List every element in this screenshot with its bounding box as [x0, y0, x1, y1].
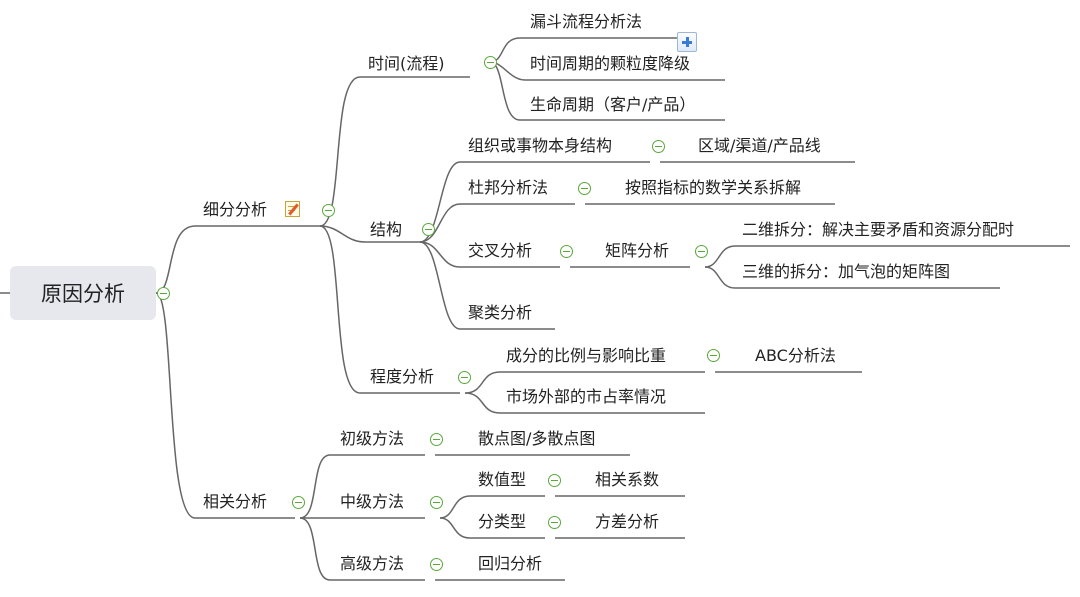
root-node[interactable]: 原因分析 [10, 266, 156, 320]
collapse-toggle-icon[interactable] [560, 245, 573, 258]
note-icon[interactable] [285, 201, 300, 217]
node-categorical[interactable]: 分类型 [478, 512, 527, 531]
node-funnel[interactable]: 漏斗流程分析法 [530, 12, 643, 31]
collapse-toggle-icon[interactable] [707, 349, 720, 362]
node-two-dim[interactable]: 二维拆分：解决主要矛盾和资源分配时 [742, 220, 1015, 239]
node-structure[interactable]: 结构 [370, 220, 403, 239]
collapse-toggle-icon[interactable] [322, 204, 335, 217]
collapse-toggle-icon[interactable] [458, 371, 471, 384]
node-matrix[interactable]: 矩阵分析 [605, 241, 670, 260]
node-org[interactable]: 组织或事物本身结构 [468, 136, 613, 155]
node-coef[interactable]: 相关系数 [595, 470, 660, 489]
node-abc[interactable]: ABC分析法 [755, 346, 836, 365]
collapse-toggle-icon[interactable] [430, 558, 443, 571]
node-time[interactable]: 时间(流程) [368, 54, 445, 73]
node-cross[interactable]: 交叉分析 [468, 241, 533, 260]
node-market[interactable]: 市场外部的市占率情况 [506, 387, 667, 406]
node-region[interactable]: 区域/渠道/产品线 [698, 136, 821, 155]
node-three-dim[interactable]: 三维的拆分：加气泡的矩阵图 [742, 262, 951, 281]
node-advanced[interactable]: 高级方法 [340, 554, 405, 573]
collapse-toggle-icon[interactable] [157, 287, 170, 300]
node-numeric[interactable]: 数值型 [478, 470, 527, 489]
node-decompose[interactable]: 按照指标的数学关系拆解 [625, 178, 802, 197]
collapse-toggle-icon[interactable] [430, 433, 443, 446]
node-cluster[interactable]: 聚类分析 [468, 303, 533, 322]
node-xifen[interactable]: 细分分析 [203, 200, 268, 219]
node-ratio[interactable]: 成分的比例与影响比重 [506, 346, 667, 365]
collapse-toggle-icon[interactable] [652, 140, 665, 153]
expand-plus-icon[interactable] [677, 32, 697, 52]
collapse-toggle-icon[interactable] [695, 245, 708, 258]
collapse-toggle-icon[interactable] [548, 474, 561, 487]
node-mid[interactable]: 中级方法 [340, 492, 405, 511]
node-scatter[interactable]: 散点图/多散点图 [478, 429, 596, 448]
node-dupont[interactable]: 杜邦分析法 [468, 178, 549, 197]
collapse-toggle-icon[interactable] [548, 516, 561, 529]
collapse-toggle-icon[interactable] [430, 496, 443, 509]
node-basic[interactable]: 初级方法 [340, 429, 405, 448]
node-granularity[interactable]: 时间周期的颗粒度降级 [530, 54, 691, 73]
collapse-toggle-icon[interactable] [422, 223, 435, 236]
node-lifecycle[interactable]: 生命周期（客户/产品） [530, 95, 696, 114]
node-xiangguan[interactable]: 相关分析 [203, 492, 268, 511]
collapse-toggle-icon[interactable] [292, 496, 305, 509]
collapse-toggle-icon[interactable] [484, 56, 497, 69]
collapse-toggle-icon[interactable] [578, 182, 591, 195]
node-regression[interactable]: 回归分析 [478, 554, 543, 573]
node-anova[interactable]: 方差分析 [595, 512, 660, 531]
node-degree[interactable]: 程度分析 [370, 367, 435, 386]
